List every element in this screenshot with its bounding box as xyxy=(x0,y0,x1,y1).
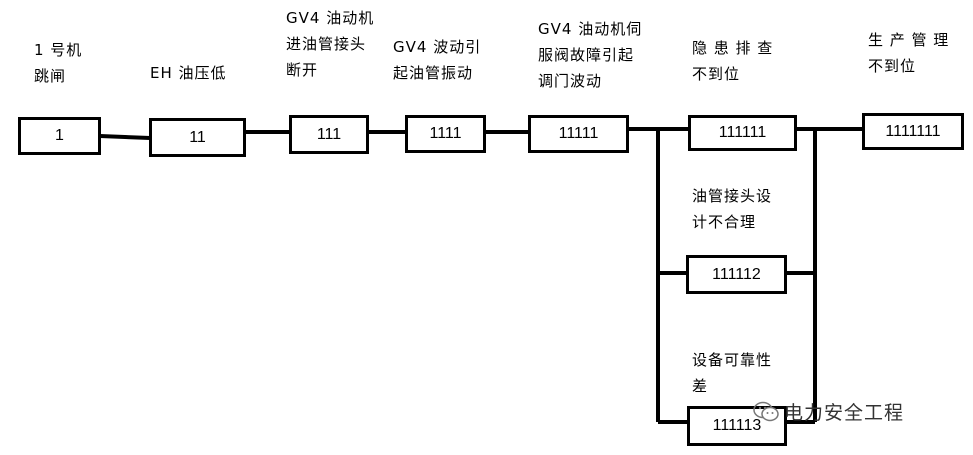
node-label: 1 xyxy=(55,127,64,144)
watermark: 电力安全工程 xyxy=(752,398,904,425)
node-1111111: 1111111 xyxy=(862,113,964,150)
node-11: 11 xyxy=(149,118,246,157)
wechat-icon xyxy=(753,401,779,421)
connector-1-11 xyxy=(99,134,151,140)
node-label: 111111 xyxy=(718,124,767,141)
node-1111: 1111 xyxy=(405,115,486,153)
node-label: 1111 xyxy=(429,125,462,142)
node-label: 11111 xyxy=(558,125,599,142)
node-label: 1111111 xyxy=(885,122,941,140)
caption-node-11: EH 油压低 xyxy=(150,64,227,82)
node-111: 111 xyxy=(289,115,369,154)
node-label: 111112 xyxy=(712,265,761,283)
caption-node-1111111: 生 产 管 理 不到位 xyxy=(868,31,950,75)
caption-node-11111: GV4 油动机伺 服阀故障引起 调门波动 xyxy=(538,20,643,90)
caption-node-111: GV4 油动机 进油管接头 断开 xyxy=(286,9,375,79)
node-11111: 11111 xyxy=(528,115,629,153)
node-label: 111 xyxy=(316,125,342,143)
node-label: 11 xyxy=(189,128,206,146)
node-1: 1 xyxy=(18,117,101,155)
node-111111: 111111 xyxy=(688,115,797,151)
caption-node-111113: 设备可靠性 差 xyxy=(692,351,773,395)
node-111112: 111112 xyxy=(686,255,787,294)
caption-node-1111: GV4 波动引 起油管振动 xyxy=(393,38,482,82)
node-label: 111113 xyxy=(712,417,762,434)
caption-node-111111: 隐 患 排 查 不到位 xyxy=(692,39,774,83)
caption-node-111112: 油管接头设 计不合理 xyxy=(692,187,773,231)
watermark-text: 电力安全工程 xyxy=(784,402,905,424)
caption-node-1: 1 号机 跳闸 xyxy=(34,41,83,85)
